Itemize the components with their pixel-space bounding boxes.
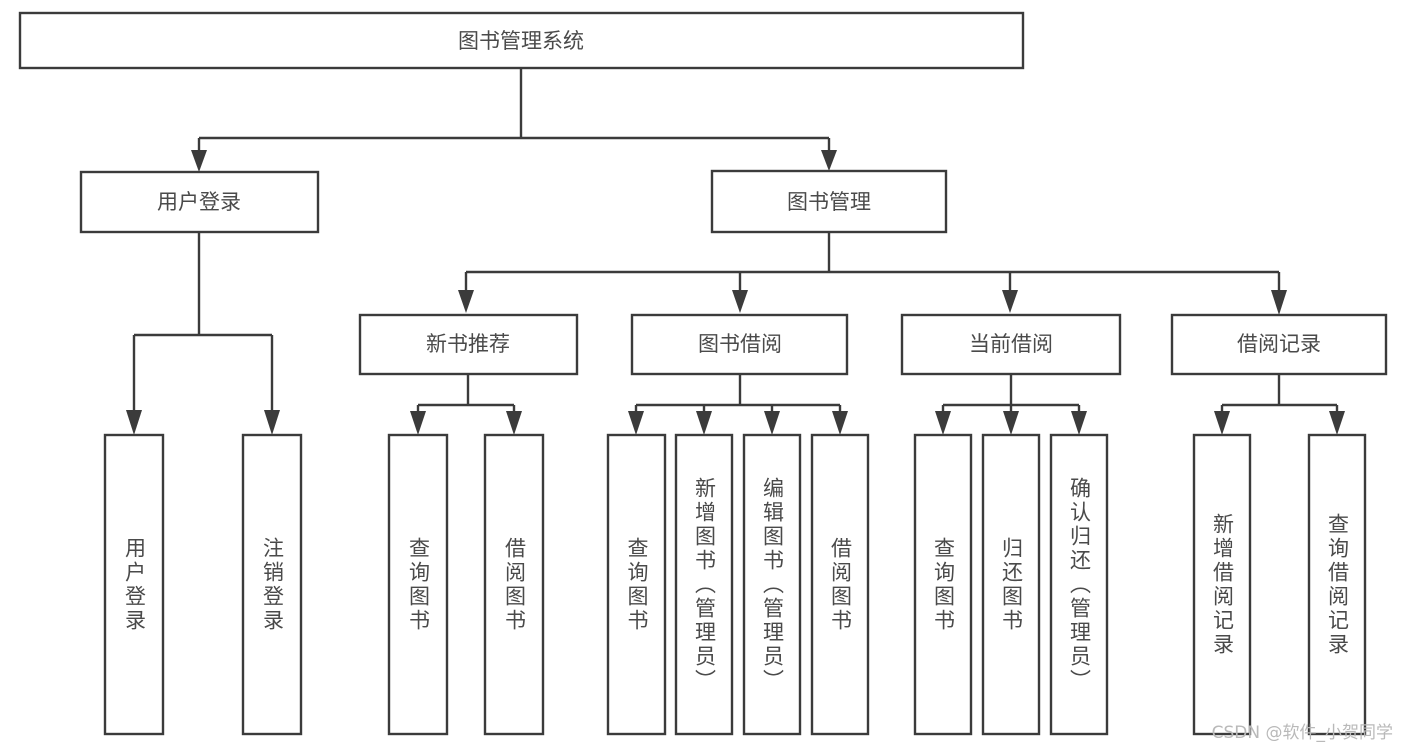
arrow-head-to-user-login bbox=[191, 150, 207, 172]
arrow-head-leaf-borrow-records-1 bbox=[1214, 411, 1230, 435]
leaf-box-current-borrow-3[interactable] bbox=[1049, 433, 1109, 736]
leaf-box-borrow-records-1[interactable] bbox=[1192, 433, 1252, 736]
node-root-box[interactable] bbox=[18, 11, 1025, 70]
node-root-label: 图书管理系统 bbox=[458, 29, 584, 53]
leaf-box-book-borrow-4[interactable] bbox=[810, 433, 870, 736]
arrow-head-leaf-current-borrow-3 bbox=[1071, 411, 1087, 435]
leaf-box-new-book-1[interactable] bbox=[387, 433, 449, 736]
arrow-head-leaf-current-borrow-1 bbox=[935, 411, 951, 435]
node-current-borrow-box[interactable] bbox=[900, 313, 1122, 376]
arrow-head-to-book-borrow bbox=[732, 290, 748, 313]
leaf-box-new-book-2[interactable] bbox=[483, 433, 545, 736]
arrow-head-leaf-book-borrow-4 bbox=[832, 411, 848, 435]
arrow-head-leaf-new-book-2 bbox=[506, 411, 522, 435]
leaf-box-book-borrow-2[interactable] bbox=[674, 433, 734, 736]
arrow-head-leaf-current-borrow-2 bbox=[1003, 411, 1019, 435]
arrow-head-leaf-book-borrow-1 bbox=[628, 411, 644, 435]
node-book-management-label: 图书管理 bbox=[787, 190, 871, 214]
leaf-box-user-login-2[interactable] bbox=[241, 433, 303, 736]
arrow-head-leaf-book-borrow-2 bbox=[696, 411, 712, 435]
leaf-box-current-borrow-2[interactable] bbox=[981, 433, 1041, 736]
leaf-box-user-login-1[interactable] bbox=[103, 433, 165, 736]
csdn-watermark: CSDN @软件_小贺同学 bbox=[1211, 723, 1393, 743]
arrow-head-to-new-book bbox=[458, 290, 474, 313]
node-current-borrow-label: 当前借阅 bbox=[969, 332, 1053, 356]
leaf-box-borrow-records-2[interactable] bbox=[1307, 433, 1367, 736]
arrow-head-to-current-borrow bbox=[1002, 290, 1018, 313]
node-book-management-box[interactable] bbox=[710, 169, 948, 234]
node-book-borrow-label: 图书借阅 bbox=[698, 332, 782, 356]
node-user-login-label: 用户登录 bbox=[157, 190, 241, 214]
leaf-box-book-borrow-1[interactable] bbox=[606, 433, 667, 736]
arrow-head-leaf-user-login-1 bbox=[126, 410, 142, 435]
node-book-borrow-box[interactable] bbox=[630, 313, 849, 376]
node-new-book-recommend-label: 新书推荐 bbox=[426, 332, 510, 356]
arrow-head-to-borrow-records bbox=[1271, 290, 1287, 315]
arrow-head-leaf-user-login-2 bbox=[264, 410, 280, 435]
leaf-box-current-borrow-1[interactable] bbox=[913, 433, 973, 736]
arrow-head-leaf-new-book-1 bbox=[410, 411, 426, 435]
node-borrow-records-label: 借阅记录 bbox=[1237, 332, 1321, 356]
node-new-book-recommend-box[interactable] bbox=[358, 313, 579, 376]
leaf-box-book-borrow-3[interactable] bbox=[742, 433, 802, 736]
arrow-head-leaf-borrow-records-2 bbox=[1329, 411, 1345, 435]
node-borrow-records-box[interactable] bbox=[1170, 313, 1388, 376]
arrow-head-leaf-book-borrow-3 bbox=[764, 411, 780, 435]
arrow-head-to-book-management bbox=[821, 150, 837, 171]
